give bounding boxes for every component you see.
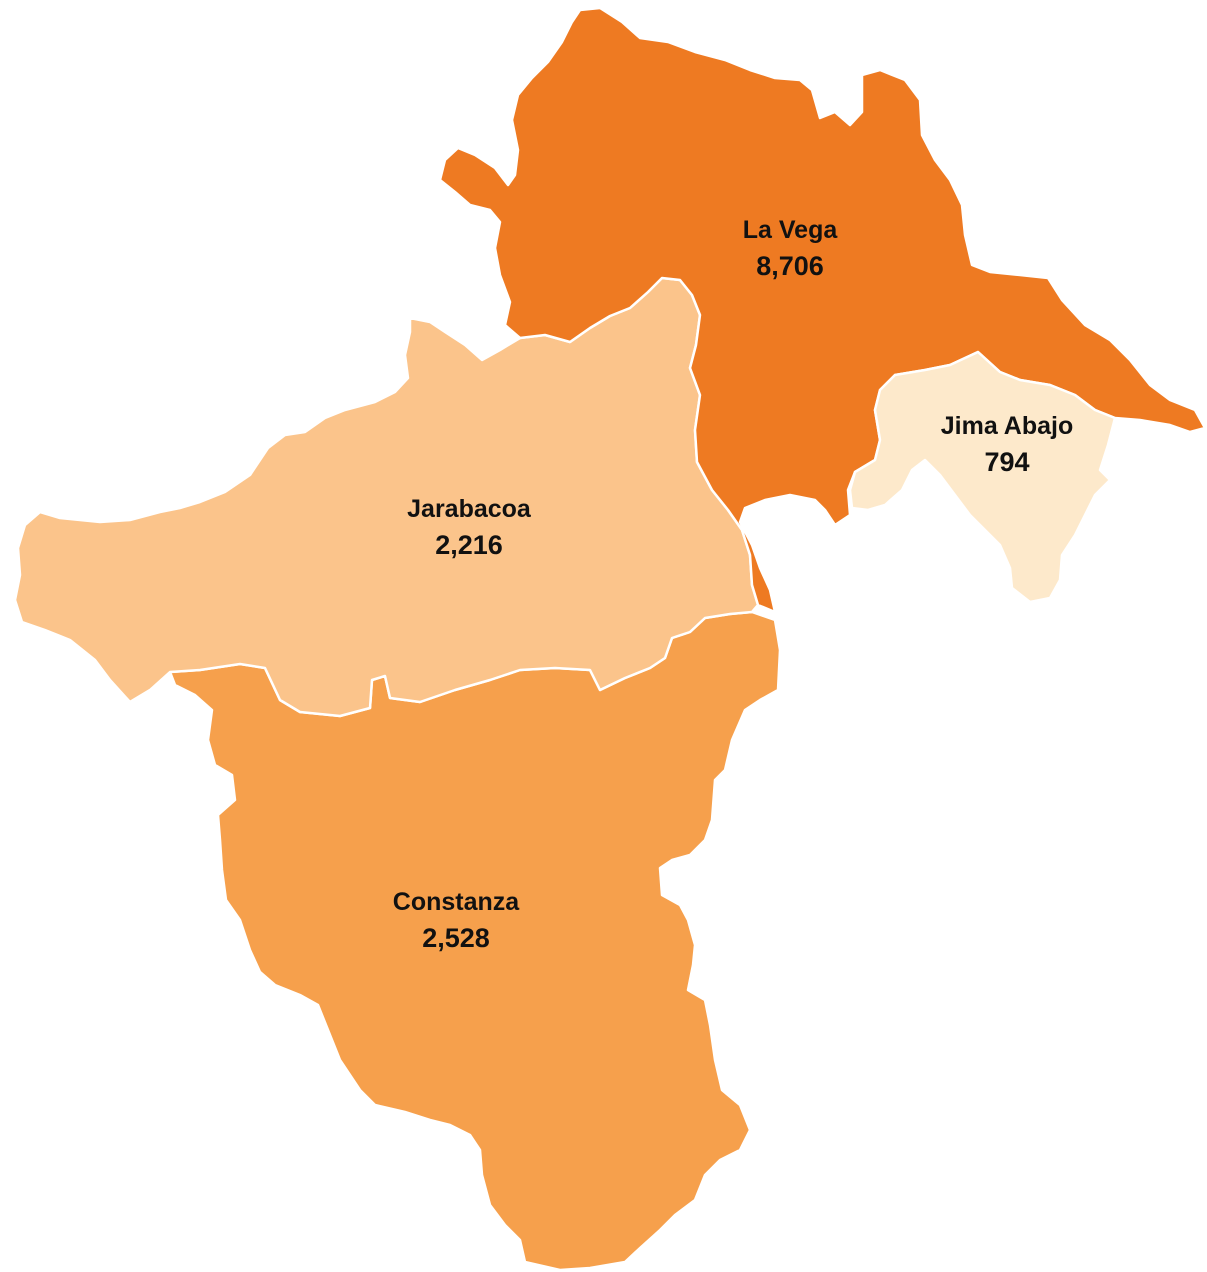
label-la-vega-name: La Vega — [743, 216, 839, 244]
region-jima-abajo[interactable] — [848, 350, 1117, 604]
label-constanza-name: Constanza — [393, 888, 521, 916]
label-jima-abajo-value: 794 — [984, 447, 1029, 477]
label-la-vega-value: 8,706 — [756, 251, 824, 281]
region-la-vega[interactable] — [438, 6, 1207, 614]
label-jarabacoa-name: Jarabacoa — [407, 495, 532, 523]
label-constanza-value: 2,528 — [422, 923, 490, 953]
label-jarabacoa-value: 2,216 — [435, 530, 503, 560]
label-jima-abajo-name: Jima Abajo — [941, 412, 1073, 440]
region-jarabacoa[interactable] — [13, 276, 760, 718]
